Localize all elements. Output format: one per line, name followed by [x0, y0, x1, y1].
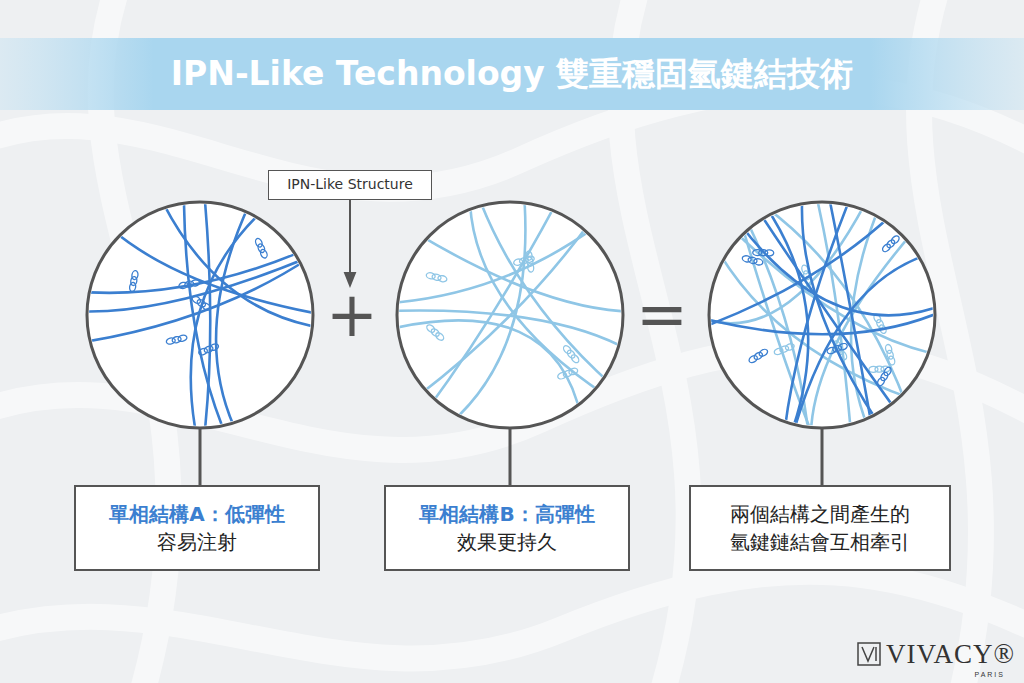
hydrogen-bond	[513, 255, 535, 266]
fiber	[386, 225, 598, 303]
callout-arrow	[349, 199, 351, 280]
hydrogen-bond	[198, 343, 220, 356]
fiber-group	[697, 190, 947, 440]
fiber	[784, 194, 852, 435]
hydrogen-bond	[876, 366, 892, 387]
hydrogen-bond	[773, 343, 795, 356]
fiber	[386, 320, 581, 417]
fiber	[191, 208, 265, 440]
equals-sign: =	[636, 284, 688, 346]
fiber	[416, 220, 591, 397]
fiber	[716, 248, 914, 399]
node-text: 效果更持久	[394, 528, 620, 556]
polymer-network	[75, 190, 947, 440]
fiber	[385, 311, 630, 351]
hydrogen-bond	[742, 255, 764, 266]
fiber-group	[385, 191, 635, 425]
plus-sign: +	[326, 284, 378, 346]
hydrogen-bond	[166, 334, 188, 345]
text-box: 兩個結構之間產生的 氫鍵鏈結會互相牽引	[689, 485, 951, 571]
hydrogen-bond	[885, 344, 896, 366]
fiber	[697, 309, 947, 334]
fiber	[110, 228, 325, 315]
hydrogen-bond	[191, 295, 212, 312]
fiber-group	[75, 190, 325, 440]
hydrogen-bond	[254, 237, 268, 259]
title: IPN-Like Technology 雙重穩固氫鍵結技術	[0, 38, 1024, 110]
fiber	[828, 190, 873, 429]
fiber	[764, 204, 808, 436]
hydrogen-bond	[129, 270, 139, 292]
fiber	[802, 192, 880, 426]
logo-subtext: PARIS	[975, 671, 1006, 678]
logo-icon	[858, 643, 880, 665]
hydrogen-bond	[881, 234, 900, 253]
fiber	[792, 254, 931, 437]
fiber	[77, 249, 306, 293]
fiber	[698, 213, 894, 329]
hydrogen-bond	[557, 367, 579, 380]
fiber	[184, 191, 227, 437]
node-text: IPN-Like Structure	[277, 175, 423, 195]
hydrogen-bond	[748, 348, 769, 364]
hydrogen-bond	[562, 344, 580, 364]
text-box: 單相結構B：高彈性效果更持久	[384, 485, 630, 571]
node-text: 單相結構A：低彈性	[84, 500, 310, 528]
leader-lines	[200, 428, 822, 485]
logo-wordmark: VIVACY®	[886, 641, 1015, 668]
hydrogen-bond	[525, 251, 534, 273]
hydrogen-bond	[753, 249, 774, 256]
fiber	[449, 191, 525, 425]
fiber	[470, 197, 606, 396]
node-text: 單相結構B：高彈性	[394, 500, 620, 528]
hydrogen-bond	[426, 272, 448, 283]
fiber	[160, 197, 324, 329]
text-box: 單相結構A：低彈性容易注射	[74, 485, 320, 571]
fiber	[204, 190, 210, 440]
hydrogen-bond	[869, 366, 890, 372]
hydrogen-bond	[826, 342, 848, 354]
title-band	[0, 38, 1024, 110]
fiber	[732, 228, 941, 355]
callout-box: IPN-Like Structure	[268, 170, 432, 200]
fiber	[740, 220, 814, 440]
fiber	[216, 201, 251, 434]
node-text: 兩個結構之間產生的 氫鍵鏈結會互相牽引	[723, 500, 917, 556]
hydrogen-bond	[425, 323, 445, 341]
node-text: 容易注射	[84, 528, 310, 556]
fiber	[757, 208, 899, 413]
hydrogen-bond	[178, 279, 200, 289]
